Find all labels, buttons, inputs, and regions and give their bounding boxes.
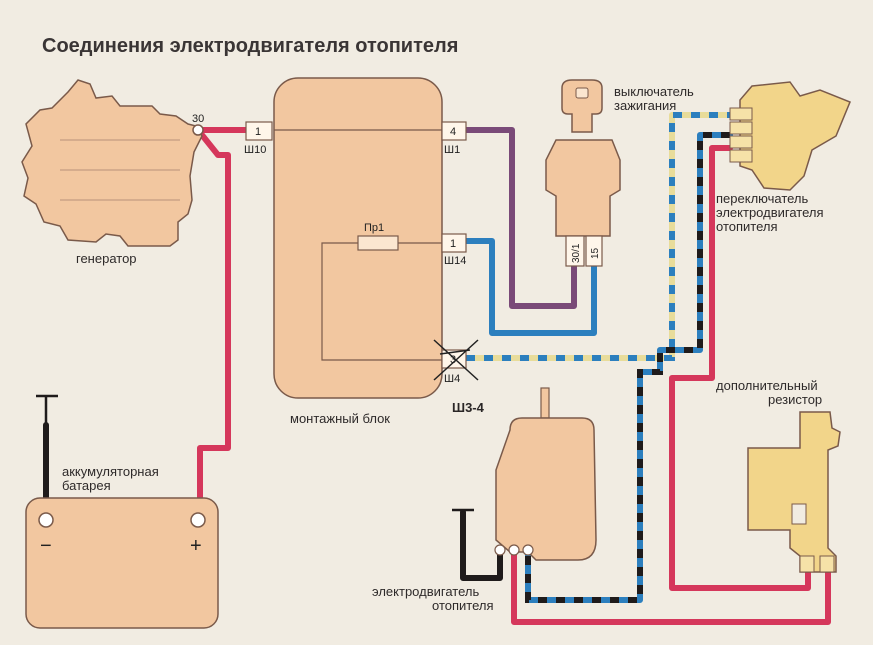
motor-terminal-1 (494, 544, 506, 556)
resistor-terminal-1 (799, 555, 815, 573)
heater-motor: электродвигатель отопителя (372, 387, 597, 613)
battery-terminal-plus (190, 512, 206, 528)
diagram-title: Соединения электродвигателя отопителя (42, 35, 458, 57)
switch-terminal-1 (729, 107, 753, 121)
battery-body (25, 497, 219, 629)
ignition-terminal-301-label: 30/1 (571, 243, 582, 263)
switch-label-2: электродвигателя (716, 205, 824, 220)
generator-terminal-30 (192, 124, 204, 136)
wire-sh14-ign15 (463, 238, 597, 336)
switch-label-1: переключатель (716, 191, 809, 206)
connector-sh1 (441, 121, 467, 141)
fuse-pr1 (357, 235, 399, 251)
wire-sh1-ign301 (463, 127, 577, 309)
battery-label-2: батарея (62, 478, 111, 493)
wire-switch-resistor (669, 145, 811, 591)
connector-sh10-pin: 1 (255, 126, 261, 138)
ignition-terminal-15-label: 15 (590, 247, 601, 259)
resistor-label-1: дополнительный (716, 378, 818, 393)
generator-label: генератор (76, 251, 137, 266)
resistor-label-2: резистор (768, 392, 822, 407)
ignition-label-2: зажигания (614, 98, 676, 113)
battery-terminal-minus (38, 512, 54, 528)
mounting-block: Пр1 1 Ш10 4 Ш1 1 Ш14 3 Ш4 монтажный блок… (244, 77, 485, 426)
motor-shaft (540, 387, 550, 419)
handwritten-annotation: Ш3-4 (452, 400, 485, 415)
connector-sh10 (245, 121, 273, 141)
battery-plus-sign: + (190, 535, 202, 557)
generator: 30 генератор (21, 79, 204, 266)
ignition-switch: 30/1 15 выключатель зажигания (545, 79, 694, 267)
battery-minus-sign: − (40, 535, 52, 557)
switch-terminal-4 (729, 149, 753, 163)
wire-motor-resistor (511, 549, 831, 625)
connector-sh4-label: Ш4 (444, 373, 460, 385)
motor-terminal-3 (522, 544, 534, 556)
resistor-terminal-2 (819, 555, 835, 573)
additional-resistor: дополнительный резистор (716, 378, 841, 573)
switch-terminal-2 (729, 121, 753, 135)
heater-motor-switch: переключатель электродвигателя отопителя (716, 81, 851, 234)
connector-sh14-label: Ш14 (444, 255, 466, 267)
connector-sh10-label: Ш10 (244, 144, 266, 156)
wires (36, 112, 831, 625)
ignition-label-1: выключатель (614, 84, 694, 99)
motor-label-1: электродвигатель (372, 584, 479, 599)
switch-label-3: отопителя (716, 219, 778, 234)
generator-body (21, 79, 203, 247)
ignition-terminal-15 (585, 235, 603, 267)
connector-sh14-pin: 1 (450, 238, 456, 250)
resistor-body (747, 411, 841, 573)
handwritten-cross-mark (433, 339, 479, 381)
switch-terminal-3 (729, 135, 753, 149)
battery: − + аккумуляторная батарея (25, 464, 219, 629)
heater-motor-body (495, 417, 597, 561)
ignition-switch-body (545, 139, 621, 237)
ignition-key (561, 79, 603, 133)
motor-terminal-2 (508, 544, 520, 556)
ignition-terminal-301 (565, 235, 585, 267)
wire-gen-battery (195, 127, 231, 523)
mounting-block-label: монтажный блок (290, 411, 390, 426)
connector-sh4-pin: 3 (450, 354, 456, 366)
wire-motor-ground (460, 509, 503, 581)
connector-sh1-pin: 4 (450, 126, 456, 138)
heater-motor-switch-body (739, 81, 851, 191)
connector-sh1-label: Ш1 (444, 144, 460, 156)
motor-label-2: отопителя (432, 598, 494, 613)
battery-label-1: аккумуляторная (62, 464, 159, 479)
fuse-label: Пр1 (364, 222, 384, 234)
connector-sh14 (441, 233, 467, 253)
generator-terminal-label: 30 (192, 113, 204, 125)
